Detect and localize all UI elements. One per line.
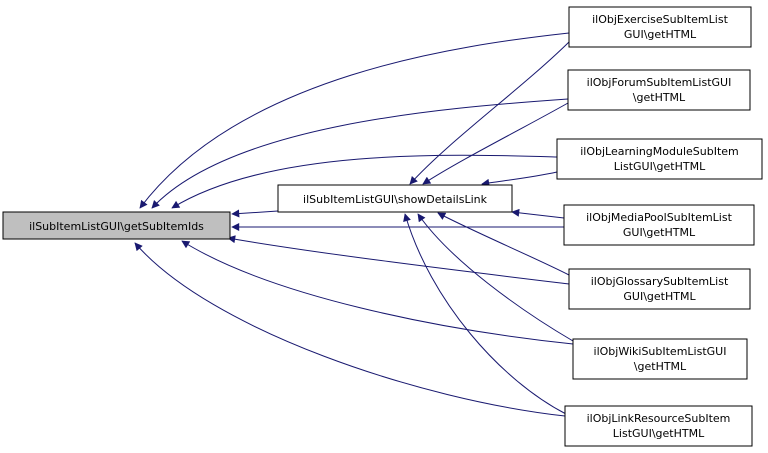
node-glossary-label-line1: ilObjGlossarySubItemList (591, 275, 729, 288)
node-exercise-box (568, 6, 752, 48)
node-media-pool-label-line2: GUI\getHTML (623, 226, 696, 239)
node-link-resource-label-line1: ilObjLinkResourceSubItem (587, 412, 731, 425)
node-glossary-box (568, 268, 751, 310)
edge-glossary-to-get-ids (227, 235, 570, 285)
node-wiki-label-line1: ilObjWikiSubItemListGUI (594, 345, 727, 358)
node-forum-label-line2: \getHTML (633, 91, 686, 104)
edge-learning-module-to-get-ids (171, 154, 558, 209)
node-learning-module[interactable]: ilObjLearningModuleSubItem ListGUI\getHT… (556, 138, 763, 180)
edges (134, 32, 574, 417)
edge-learning-module-to-show-details (481, 171, 558, 187)
node-wiki-label-line2: \getHTML (634, 360, 687, 373)
node-media-pool[interactable]: ilObjMediaPoolSubItemList GUI\getHTML (563, 204, 755, 246)
node-media-pool-label-line1: ilObjMediaPoolSubItemList (586, 211, 732, 224)
edge-exercise-to-show-details (409, 41, 570, 185)
node-wiki[interactable]: ilObjWikiSubItemListGUI \getHTML (572, 338, 748, 380)
edge-wiki-to-show-details (417, 213, 574, 342)
edge-wiki-to-get-ids (181, 240, 574, 345)
node-learning-module-label-line1: ilObjLearningModuleSubItem (580, 145, 739, 158)
node-exercise[interactable]: ilObjExerciseSubItemList GUI\getHTML (568, 6, 752, 48)
node-exercise-label-line1: ilObjExerciseSubItemList (592, 13, 728, 26)
edge-show-details-to-get-ids (231, 209, 279, 218)
node-show-details-link-box (277, 184, 513, 213)
node-forum[interactable]: ilObjForumSubItemListGUI \getHTML (567, 69, 751, 111)
node-get-sub-item-ids-box (2, 211, 231, 240)
node-show-details-link-label: ilSubItemListGUI\showDetailsLink (303, 193, 488, 206)
node-wiki-box (572, 338, 748, 380)
node-get-sub-item-ids[interactable]: ilSubItemListGUI\getSubItemIds (2, 211, 231, 240)
edge-exercise-to-get-ids (139, 32, 570, 209)
edge-link-resource-to-show-details (403, 213, 567, 415)
node-link-resource[interactable]: ilObjLinkResourceSubItem ListGUI\getHTML (564, 405, 753, 447)
node-link-resource-box (564, 405, 753, 447)
edge-forum-to-get-ids (151, 98, 569, 209)
node-media-pool-box (563, 204, 755, 246)
edge-glossary-to-show-details (437, 212, 570, 276)
edge-media-pool-to-show-details (511, 208, 565, 219)
node-exercise-label-line2: GUI\getHTML (624, 28, 697, 41)
node-forum-label-line1: ilObjForumSubItemListGUI (587, 76, 732, 89)
node-glossary[interactable]: ilObjGlossarySubItemList GUI\getHTML (568, 268, 751, 310)
edge-forum-to-show-details (422, 102, 569, 185)
node-learning-module-box (556, 138, 763, 180)
node-glossary-label-line2: GUI\getHTML (623, 290, 696, 303)
node-show-details-link[interactable]: ilSubItemListGUI\showDetailsLink (277, 184, 513, 213)
node-link-resource-label-line2: ListGUI\getHTML (613, 427, 705, 440)
node-learning-module-label-line2: ListGUI\getHTML (614, 160, 706, 173)
node-forum-box (567, 69, 751, 111)
node-get-sub-item-ids-label: ilSubItemListGUI\getSubItemIds (29, 220, 204, 233)
edge-link-resource-to-get-ids (134, 242, 566, 417)
